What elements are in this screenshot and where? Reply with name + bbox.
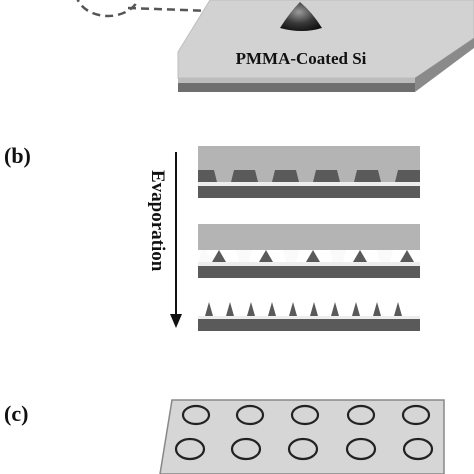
evaporation-label: Evaporation [147,170,168,272]
stage-2-gap [198,262,420,266]
stage-1-gap [198,182,420,186]
droplet [280,2,322,31]
stage-3-substrate [198,319,420,331]
ring [174,437,206,461]
stage-2-solution [198,224,420,250]
ring-array-substrate [159,399,445,474]
stage-2-cones [212,250,414,262]
dashed-zoom-circle [76,0,140,18]
ring [346,404,376,426]
pmma-substrate-edge [178,78,415,83]
stage-2-pores [198,250,393,262]
ring [235,404,265,426]
panel-b-label: (b) [4,143,31,168]
si-layer [178,83,415,92]
panel-a: PMMA-Coated Si [76,0,474,92]
ring [230,437,262,461]
stage-3-gap [198,316,420,319]
stage-1-substrate [198,186,420,198]
panel-c: (c) [4,399,445,474]
si-layer-side [415,38,474,92]
ring [181,404,211,426]
stage-2 [198,224,420,278]
ring [290,404,320,426]
ring [345,437,377,461]
stage-3-spikes [205,302,402,316]
ring [401,404,431,426]
panel-c-label: (c) [4,401,28,426]
stage-2-substrate [198,266,420,278]
stage-3 [198,302,420,331]
ring [402,437,434,461]
panel-b: (b) Evaporation [4,143,420,331]
stage-1 [198,146,420,198]
stage-1-wells [214,170,398,182]
ring-array [174,404,434,461]
evaporation-arrow-head [170,314,182,328]
ring [287,437,319,461]
substrate-label: PMMA-Coated Si [236,49,367,68]
